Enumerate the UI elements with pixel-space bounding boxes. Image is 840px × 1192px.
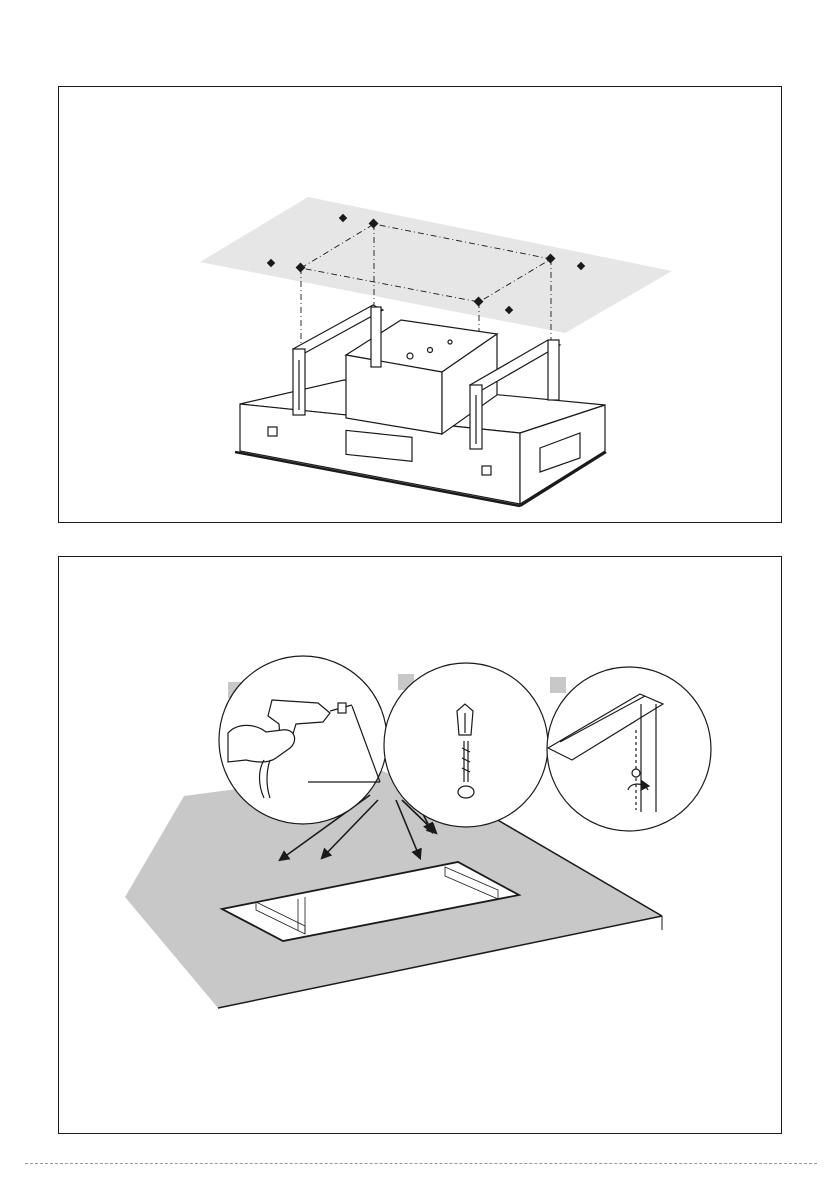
plug-screw-step xyxy=(384,663,548,827)
installation-steps-figure xyxy=(125,656,711,1008)
drill-step xyxy=(219,656,387,824)
page-bottom-rule xyxy=(25,1163,817,1164)
ceiling-fixing-figure xyxy=(200,197,672,506)
step-marker-3 xyxy=(550,677,566,693)
fixing-step xyxy=(547,667,711,831)
